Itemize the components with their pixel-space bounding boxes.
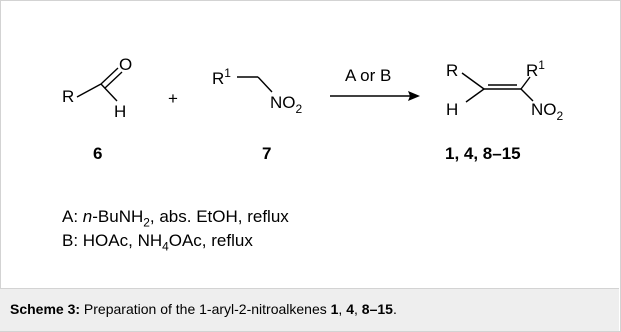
- bond-c1-h: [465, 88, 485, 103]
- label-aldehyde: 6: [93, 144, 102, 163]
- bond-c-h: [100, 83, 118, 102]
- nitro-no2: NO2: [270, 93, 303, 116]
- bond-c-o: [100, 67, 119, 85]
- plus-sign: +: [168, 89, 178, 108]
- aldehyde-o: O: [119, 55, 132, 74]
- aldehyde-structure: R O H: [62, 55, 132, 121]
- product-h: H: [446, 100, 458, 119]
- label-nitroalkane: 7: [262, 144, 271, 163]
- bond-r-c: [76, 83, 102, 98]
- arrow-label: A or B: [345, 66, 391, 85]
- bond-r-c1: [461, 72, 485, 90]
- label-product: 1, 4, 8–15: [445, 144, 521, 163]
- condition-a: A: n-BuNH2, abs. EtOH, reflux: [62, 207, 289, 230]
- condition-b: B: HOAc, NH4OAc, reflux: [62, 231, 253, 254]
- nitroalkane-structure: R1 NO2: [212, 66, 303, 116]
- bond-c2-r1: [520, 76, 531, 90]
- caption-bar: [0, 288, 619, 331]
- arrow-head: [408, 91, 420, 101]
- nitro-r1: R1: [212, 66, 231, 88]
- product-structure: R R1 H NO2: [446, 58, 564, 123]
- reaction-scheme: R O H + R1 NO2 A or B R R1 H NO2 6 7 1, …: [62, 55, 564, 163]
- bond-ch2-n: [257, 76, 273, 93]
- bond-c-o-double: [104, 71, 123, 89]
- caption-lead: Scheme 3:: [10, 301, 81, 317]
- scheme-caption: Scheme 3: Preparation of the 1-aryl-2-ni…: [10, 301, 397, 317]
- product-no2: NO2: [531, 100, 564, 123]
- reaction-arrow: A or B: [330, 66, 420, 101]
- product-r1: R1: [526, 58, 545, 80]
- aldehyde-h: H: [114, 102, 126, 121]
- aldehyde-r: R: [62, 87, 74, 106]
- bond-c2-n: [520, 88, 534, 102]
- product-r: R: [446, 61, 458, 80]
